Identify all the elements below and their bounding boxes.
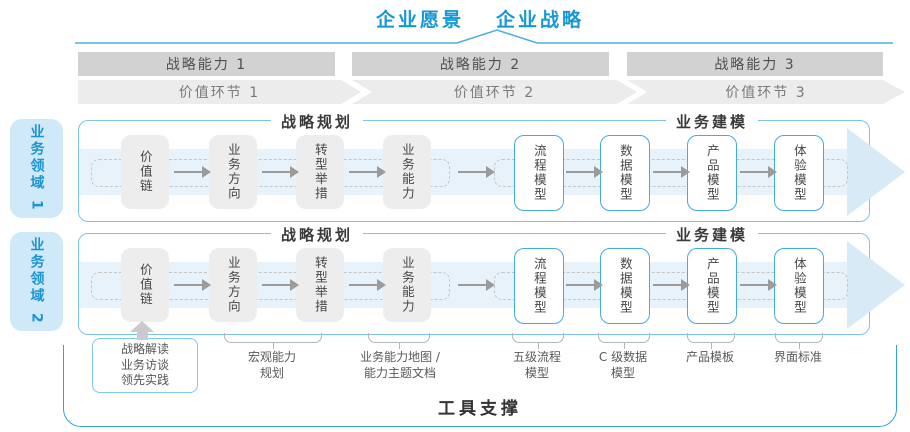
flow-arrow [349,166,386,178]
flow-arrow [458,166,495,178]
strategy-title: 企业战略 [496,9,585,31]
flow-arrow [740,166,777,178]
box-process-model-1: 流程模型 [514,135,564,211]
box-transformation-initiatives-1: 转型举措 [296,135,344,209]
box-product-model-1: 产品模型 [687,135,737,211]
tool-support-container: 工具支撑 [63,345,897,427]
flow-arrow [740,279,777,291]
value-link-chevron-1: 价值环节 1 [78,80,361,104]
bracket-connector [512,333,564,349]
vision-title: 企业愿景 [375,9,464,31]
box-product-model-2: 产品模型 [687,248,737,324]
up-arrow-icon [130,321,154,340]
strategy-capability-band-1: 战略能力 1 [78,52,335,76]
value-link-chevron-2: 价值环节 2 [352,80,637,104]
bracket-connector [775,333,823,349]
bracket-connector [224,333,322,349]
flow-arrow [653,166,690,178]
flow-arrowhead-1 [847,128,905,216]
annotation-product-template: 产品模板 [685,350,734,364]
flow-arrow [262,279,299,291]
annotation-capability-map: 业务能力地图 / 能力主题文档 [360,350,440,380]
dashed-track-planning-1 [91,159,450,187]
domain-panel-1: 战略规划 业务建模 价值链 业务方向 转型举措 业务能力 流程模型 数据模型 产… [78,111,905,222]
modeling-header-1: 业务建模 [666,111,759,132]
flow-arrowhead-2 [847,241,905,329]
box-transformation-initiatives-2: 转型举措 [296,248,344,322]
planning-header-2: 战略规划 [271,224,364,245]
strategy-capability-band-2: 战略能力 2 [352,52,609,76]
box-business-direction-2: 业务方向 [209,248,257,322]
box-business-direction-1: 业务方向 [209,135,257,209]
bracket-connector [598,333,650,349]
box-experience-model-1: 体验模型 [774,135,824,211]
box-data-model-2: 数据模型 [600,248,650,324]
flow-arrow [174,279,211,291]
strategy-capability-band-3: 战略能力 3 [627,52,883,76]
flow-arrow [458,279,495,291]
modeling-header-2: 业务建模 [666,224,759,245]
box-value-chain-1: 价值链 [121,135,169,209]
diagram-title: 企业愿景 企业战略 [50,5,910,32]
flow-arrow [566,279,603,291]
box-experience-model-2: 体验模型 [774,248,824,324]
vision-peak-line [75,29,893,44]
box-process-model-2: 流程模型 [514,248,564,324]
flow-arrow [349,279,386,291]
box-business-capability-1: 业务能力 [383,135,431,209]
bracket-connector [368,333,430,349]
flow-arrow [566,166,603,178]
box-business-capability-2: 业务能力 [383,248,431,322]
annotation-process-model: 五级流程 模型 [512,350,561,380]
domain-panel-2: 战略规划 业务建模 价值链 业务方向 转型举措 业务能力 流程模型 数据模型 产… [78,224,905,335]
flow-arrow [262,166,299,178]
box-data-model-1: 数据模型 [600,135,650,211]
annotation-data-model: C 级数据 模型 [598,350,648,380]
bracket-connector [687,333,735,349]
value-link-chevron-3: 价值环节 3 [627,80,905,104]
flow-arrow [653,279,690,291]
planning-header-1: 战略规划 [271,111,364,132]
domain-label-1: 业务领域 1 [10,119,63,218]
annotation-macro-capability: 宏观能力 规划 [247,350,296,380]
domain-label-2: 业务领域 2 [10,232,63,331]
box-value-chain-2: 价值链 [121,248,169,322]
flow-arrow [174,166,211,178]
annotation-interview-box: 战略解读 业务访谈 领先实践 [92,338,198,393]
tool-support-label: 工具支撑 [438,399,522,419]
dashed-track-planning-2 [91,272,450,300]
annotation-ui-standard: 界面标准 [773,350,822,364]
